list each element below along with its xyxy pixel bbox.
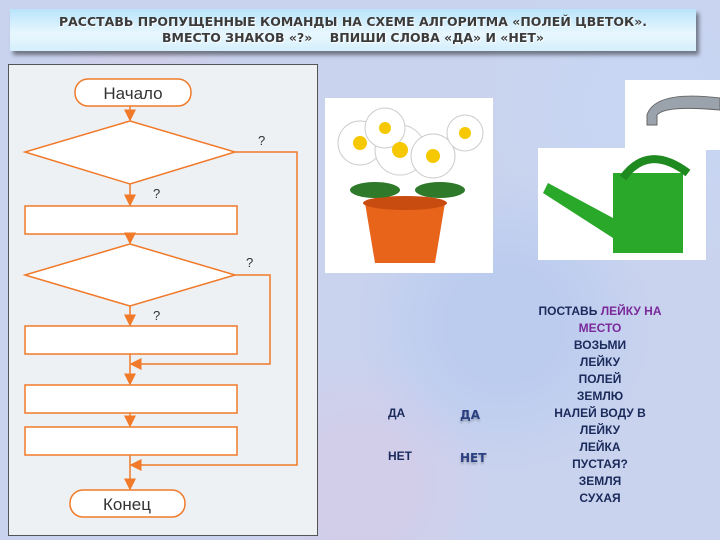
question-mark-3: ? — [246, 255, 253, 270]
command-take-can[interactable]: ВОЗЬМИ ЛЕЙКУ — [573, 338, 627, 369]
action-box-1[interactable] — [24, 205, 238, 235]
command-water-soil[interactable]: ПОЛЕЙ ЗЕМЛЮ — [576, 372, 624, 403]
decision-1[interactable] — [22, 120, 238, 185]
answer-no-1[interactable]: НЕТ — [388, 449, 412, 463]
command-fill-can[interactable]: НАЛЕЙ ВОДУ В ЛЕЙКУ — [554, 406, 646, 437]
decision-2[interactable] — [22, 243, 238, 307]
command-soil-dry[interactable]: ЗЕМЛЯ СУХАЯ — [578, 474, 622, 505]
answer-yes-1[interactable]: ДА — [388, 406, 406, 420]
flow-lines — [124, 106, 298, 491]
flower-pot-image[interactable] — [325, 98, 493, 273]
answer-no-2[interactable]: НЕТ — [460, 451, 487, 465]
question-mark-1: ? — [258, 133, 265, 148]
start-terminal — [74, 78, 192, 107]
question-mark-2: ? — [153, 186, 160, 201]
action-box-2[interactable] — [24, 325, 238, 355]
action-box-4[interactable] — [24, 426, 238, 456]
action-box-3[interactable] — [24, 384, 238, 414]
question-mark-4: ? — [153, 308, 160, 323]
title-line-2: ВМЕСТО ЗНАКОВ «?» ВПИШИ СЛОВА «ДА» И «НЕ… — [162, 30, 544, 45]
command-can-empty[interactable]: ЛЕЙКА ПУСТАЯ? — [572, 440, 628, 471]
title-banner: РАССТАВЬ ПРОПУЩЕННЫЕ КОМАНДЫ НА СХЕМЕ АЛ… — [10, 9, 696, 51]
watering-can-image[interactable] — [538, 148, 706, 260]
title-line-1: РАССТАВЬ ПРОПУЩЕННЫЕ КОМАНДЫ НА СХЕМЕ АЛ… — [58, 14, 648, 29]
start-label: Начало — [103, 84, 162, 103]
command-list: ПОСТАВЬ ЛЕЙКУ НА МЕСТО ВОЗЬМИ ЛЕЙКУ ПОЛЕ… — [520, 303, 680, 507]
water-tap-image[interactable] — [625, 80, 720, 150]
command-put-can[interactable]: ПОСТАВЬ ЛЕЙКУ НА МЕСТО — [538, 304, 662, 335]
end-label: Конец — [103, 495, 151, 514]
answer-yes-2[interactable]: ДА — [460, 408, 480, 422]
